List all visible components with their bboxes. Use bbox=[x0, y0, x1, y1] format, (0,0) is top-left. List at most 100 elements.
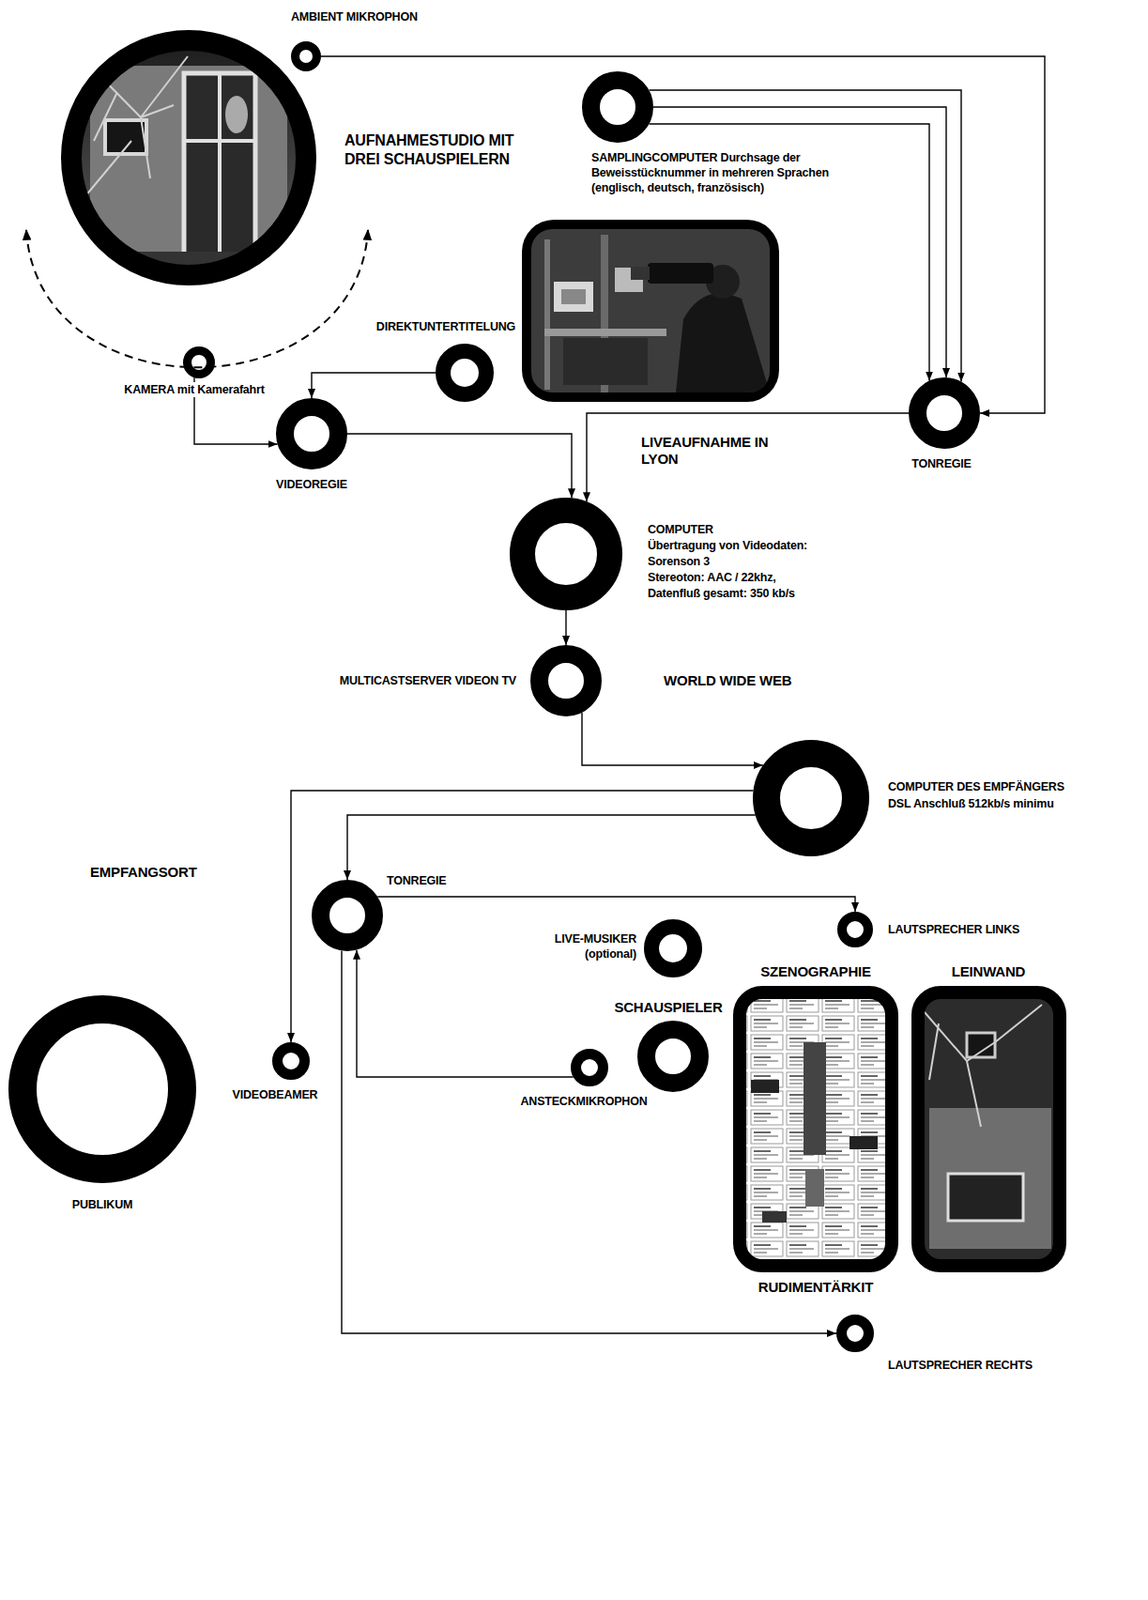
ring-outline bbox=[8, 994, 197, 1183]
ring-outline bbox=[643, 918, 703, 978]
ring-outline bbox=[22, 1009, 183, 1169]
signal-connector bbox=[347, 814, 756, 880]
screen-image bbox=[929, 1107, 1052, 1249]
control-room-photo bbox=[647, 262, 714, 284]
frame-outline bbox=[733, 985, 899, 1272]
node-label: Datenfluß gesamt: 350 kb/s bbox=[647, 585, 796, 601]
control-room-photo bbox=[563, 337, 648, 385]
ring-outline bbox=[752, 739, 870, 857]
ring-node: SCHAUSPIELER bbox=[637, 1020, 709, 1092]
signal-connector bbox=[356, 949, 574, 1077]
node-label: MULTICASTSERVER VIDEON TV bbox=[339, 673, 517, 689]
ring-outline bbox=[530, 644, 602, 717]
scenography-sheet bbox=[762, 1210, 787, 1223]
ring-node: AMBIENT MIKROPHON bbox=[290, 41, 322, 72]
ring-node: LIVE-MUSIKER (optional) bbox=[643, 918, 703, 978]
node-label: LAUTSPRECHER LINKS bbox=[887, 921, 1020, 937]
node-label: SZENOGRAPHIE bbox=[760, 963, 872, 980]
node-label: KAMERA mit Kamerafahrt bbox=[123, 382, 264, 398]
ring-outline bbox=[908, 377, 980, 449]
node-label: SCHAUSPIELER bbox=[613, 998, 722, 1016]
node-label: LEINWAND bbox=[951, 963, 1026, 980]
ring-node: TONREGIE bbox=[311, 879, 383, 951]
ring-outline bbox=[277, 1047, 306, 1075]
ring-outline bbox=[570, 1048, 609, 1087]
ring-outline bbox=[443, 351, 487, 395]
node-label: PUBLIKUM bbox=[72, 1196, 133, 1212]
frame-outline bbox=[911, 985, 1067, 1272]
signal-connector bbox=[290, 790, 754, 1042]
node-label: Stereoton: AAC / 22khz, bbox=[647, 569, 777, 585]
control-room-photo bbox=[544, 328, 667, 337]
ring-node: SAMPLINGCOMPUTER Durchsage der Beweisstü… bbox=[581, 71, 654, 143]
control-room-photo bbox=[531, 229, 770, 393]
ring-outline bbox=[637, 1020, 709, 1092]
node-label: Übertragung von Videodaten: bbox=[647, 537, 808, 553]
ring-outline bbox=[591, 80, 645, 135]
ring-outline bbox=[836, 1314, 874, 1352]
signal-connector bbox=[321, 56, 1045, 414]
ring-outline bbox=[581, 71, 654, 143]
node-label: RUDIMENTÄRKIT bbox=[758, 1278, 873, 1296]
ring-node: KAMERA mit Kamerafahrt bbox=[183, 346, 215, 379]
node-label: DSL Anschluß 512kb/s minimu bbox=[887, 795, 1055, 812]
frame-outline bbox=[918, 992, 1060, 1266]
ring-node: LAUTSPRECHER RECHTS bbox=[836, 1314, 874, 1352]
ring-node: VIDEOREGIE bbox=[275, 397, 348, 470]
control-room-photo bbox=[544, 239, 551, 390]
frame-node: SZENOGRAPHIERUDIMENTÄRKIT bbox=[733, 985, 899, 1272]
region-heading: WORLD WIDE WEB bbox=[663, 672, 792, 689]
scenography-sheet bbox=[737, 990, 894, 1268]
ring-node: ANSTECKMIKROPHON bbox=[570, 1048, 609, 1087]
ring-outline bbox=[841, 916, 869, 943]
node-label: TONREGIE bbox=[911, 456, 971, 472]
frame-node: LEINWAND bbox=[911, 985, 1067, 1272]
scenography-sheet bbox=[803, 1041, 827, 1155]
node-label: DIREKTUNTERTITELUNG bbox=[376, 319, 516, 335]
signal-connector bbox=[565, 610, 567, 645]
node-label: COMPUTER bbox=[647, 521, 714, 537]
ring-outline bbox=[646, 1029, 701, 1084]
ring-outline bbox=[311, 879, 383, 951]
ring-outline bbox=[509, 497, 623, 611]
node-label: Sorenson 3 bbox=[647, 553, 710, 569]
control-room-photo bbox=[521, 219, 780, 402]
ring-outline bbox=[290, 41, 322, 72]
node-label: COMPUTER DES EMPFÄNGERS bbox=[887, 779, 1065, 795]
scenography-sheet bbox=[737, 990, 894, 1268]
ring-outline bbox=[539, 654, 594, 708]
node-label: ANSTECKMIKROPHON bbox=[520, 1093, 648, 1109]
scenography-sheet bbox=[805, 1168, 825, 1207]
studio-photo bbox=[183, 73, 256, 258]
ring-outline bbox=[651, 926, 695, 970]
control-room-photo bbox=[531, 229, 770, 393]
ring-outline bbox=[61, 30, 317, 286]
control-room-photo bbox=[553, 281, 594, 312]
ring-node: AUFNAHMESTUDIO MIT DREI SCHAUSPIELERN bbox=[61, 30, 317, 286]
node-label: TONREGIE bbox=[386, 872, 446, 888]
studio-photo bbox=[183, 138, 256, 143]
ring-outline bbox=[435, 343, 494, 402]
screen-image bbox=[918, 992, 1060, 1266]
ring-node: TONREGIE bbox=[908, 377, 980, 449]
control-room-photo bbox=[630, 266, 650, 280]
control-room-photo bbox=[521, 219, 780, 402]
studio-photo bbox=[225, 95, 248, 134]
ring-outline bbox=[272, 1041, 310, 1080]
signal-connector bbox=[649, 90, 963, 383]
node-label: AMBIENT MIKROPHON bbox=[290, 9, 418, 25]
ring-node: LAUTSPRECHER LINKS bbox=[837, 911, 873, 948]
ring-node: PUBLIKUM bbox=[8, 994, 197, 1183]
ring-outline bbox=[321, 888, 375, 943]
screen-image bbox=[918, 992, 1060, 1266]
ring-outline bbox=[918, 386, 972, 441]
scenography-sheet bbox=[849, 1135, 878, 1149]
control-room-photo bbox=[561, 289, 586, 305]
ring-outline bbox=[522, 510, 611, 598]
ring-node: COMPUTER DES EMPFÄNGERSDSL Anschluß 512k… bbox=[752, 739, 870, 857]
ring-outline bbox=[275, 397, 348, 470]
ring-outline bbox=[766, 753, 857, 843]
screen-image bbox=[918, 1004, 1042, 1127]
ring-outline bbox=[295, 45, 318, 68]
